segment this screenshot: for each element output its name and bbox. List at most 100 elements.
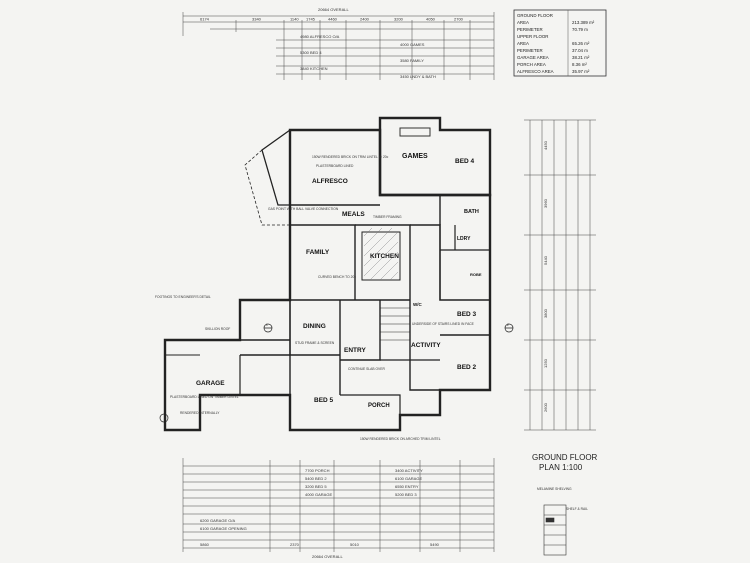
building-walls (163, 116, 492, 432)
area-row-value: 35.97 m² (572, 69, 590, 74)
bottom-major-value: 5490 (430, 542, 440, 547)
top-dim-value: 3200 (394, 17, 404, 22)
top-dim-value: 3340 (252, 17, 262, 22)
room-bed2: BED 2 (457, 364, 477, 371)
bottom-dimensions (182, 458, 495, 552)
room-labels: GAMES BED 4 ALFRESCO MEALS BATH FAMILY K… (180, 153, 482, 415)
room-robe: ROBE (470, 272, 482, 277)
right-dim-value: 1250 (543, 358, 548, 368)
note-shelf: SHELF & RAIL (566, 507, 588, 511)
bottom-dim-value: 3200 BED 5 (305, 484, 327, 489)
bottom-dim-value: 4000 GARAGE (305, 492, 332, 497)
top-dim-value: 6174 (200, 17, 210, 22)
section-markers (159, 323, 514, 423)
top-dimension-values: 6174 3340 1140 1745 4460 2400 3200 4050 2700 4980… (200, 17, 464, 80)
note-footing: FOOTINGS TO ENGINEER'S DETAIL (155, 295, 211, 299)
annotation-notes: 150W RENDERED BRICK ON TRIM LINTEL @ 20c… (155, 155, 475, 441)
note-melamine: MELAMINE SHELVING (537, 487, 572, 491)
bottom-major-value: 6100 GARAGE OPENING (200, 526, 247, 531)
top-dim-value: 4460 (328, 17, 338, 22)
note-skillion: SKILLION ROOF (205, 327, 230, 331)
right-dimensions (524, 119, 596, 431)
room-kitchen: KITCHEN (370, 253, 399, 260)
area-row-value: 65.26 m² (572, 41, 590, 46)
note-timber: TIMBER FRAMING (373, 215, 402, 219)
room-wc: W/C (413, 302, 422, 307)
top-dim-value: 1745 (306, 17, 316, 22)
top-dim-value: 2400 (360, 17, 370, 22)
bottom-dim-value: 6100 GARAGE (395, 476, 422, 481)
bottom-dim-value: 6550 ENTRY (395, 484, 419, 489)
room-bed5: BED 5 (314, 397, 334, 404)
room-garage: GARAGE (196, 380, 225, 387)
top-dim-value: 4050 (426, 17, 436, 22)
top-dim-value: 2700 (454, 17, 464, 22)
room-dining: DINING (303, 323, 326, 330)
top-dim-value: 3580 FAMILY (400, 58, 424, 63)
top-dim-value: 4980 ALFRESCO O/A (300, 34, 340, 39)
shelf-detail (543, 504, 567, 556)
top-dim-value: 4000 GAMES (400, 42, 425, 47)
bottom-dim-value: 5400 BED 2 (305, 476, 327, 481)
area-row-value: 213.389 m² (572, 20, 595, 25)
note-garage: PLASTERBOARD LINED ON TIMBER LINTEL (170, 395, 239, 399)
bottom-dim-value: 5200 BED 3 (395, 492, 417, 497)
room-bath: BATH (464, 209, 479, 215)
bottom-major-value: 5860 (200, 542, 210, 547)
room-laundry: LDRY (457, 236, 471, 242)
room-entry: ENTRY (344, 347, 366, 354)
note-render-wall: 150W RENDERED BRICK ON TRIM LINTEL @ 20c (312, 155, 389, 159)
room-family: FAMILY (306, 249, 330, 256)
right-dim-value: 3800 (543, 308, 548, 318)
area-row-value: 70.79 m (572, 27, 588, 32)
plan-scale: PLAN 1:100 (539, 463, 583, 472)
right-dim-value: 3960 (543, 198, 548, 208)
bottom-major-value: 5010 (350, 542, 360, 547)
room-meals: MEALS (342, 211, 365, 218)
section-marker-2: 2 (507, 323, 509, 327)
area-row-label: AREA (517, 41, 529, 46)
room-games: GAMES (402, 153, 428, 160)
bottom-dim-value: 3400 ACTIVITY (395, 468, 423, 473)
room-activity: ACTIVITY (411, 342, 441, 349)
bottom-major-value: 2370 (290, 542, 300, 547)
right-dim-value: 4450 (543, 140, 548, 150)
right-dim-value: 2600 (543, 402, 548, 412)
area-row-label: PERIMETER (517, 27, 543, 32)
area-row-label: UPPER FLOOR (517, 34, 548, 39)
area-row-value: 37.04 m (572, 48, 588, 53)
bottom-dimension-values: 7700 PORCH 3400 ACTIVITY 5400 BED 2 6100 GA… (200, 468, 440, 547)
plan-title: GROUND FLOOR (532, 453, 598, 462)
area-row-value: 38.21 m² (572, 55, 590, 60)
hatched-areas (363, 127, 431, 281)
note-plasterboard: PLASTERBOARD LINED (316, 164, 354, 168)
note-wall-under: UNDERSIDE OF STAIRS LINED IN FACE (412, 322, 475, 326)
area-row-label: ALFRESCO AREA (517, 69, 554, 74)
plan-title-block: GROUND FLOOR PLAN 1:100 (532, 453, 598, 472)
garage-rendered-note: RENDERED INTERNALLY (180, 411, 220, 415)
right-dimension-values: 4450 3960 5440 3800 1250 2600 (543, 140, 548, 412)
room-porch: PORCH (368, 403, 390, 409)
note-porch: 150W RENDERED BRICK ON ARCHED TRIM LINTE… (360, 437, 441, 441)
area-row-label: PERIMETER (517, 48, 543, 53)
top-dimensions (182, 12, 495, 80)
note-slab: CONTINUE SLAB OVER (348, 367, 385, 371)
top-dim-value: 5300 BED 4 (300, 50, 322, 55)
overall-bottom-label: 20664 OVERALL (312, 554, 343, 559)
area-row-label: PORCH AREA (517, 62, 546, 67)
note-stud: STUD FRAME & SCREEN (295, 341, 335, 345)
section-marker-1: 1 (266, 323, 268, 327)
right-dim-value: 5440 (543, 255, 548, 265)
area-row-value: 8.36 m² (572, 62, 587, 67)
overall-top-label: 20664 OVERALL (318, 7, 349, 12)
note-gas: GAS POINT WITH BALL VALVE CONNECTION (268, 207, 339, 211)
area-row-label: GARAGE AREA (517, 55, 549, 60)
top-dim-value: 1140 (290, 17, 299, 22)
note-bench: CURVED BENCH TO 20c (318, 275, 356, 279)
bottom-dim-value: 7700 PORCH (305, 468, 330, 473)
room-alfresco: ALFRESCO (312, 178, 348, 185)
top-dim-value: 3450 LNDY & BATH (400, 74, 436, 79)
room-bed3: BED 3 (457, 311, 477, 318)
